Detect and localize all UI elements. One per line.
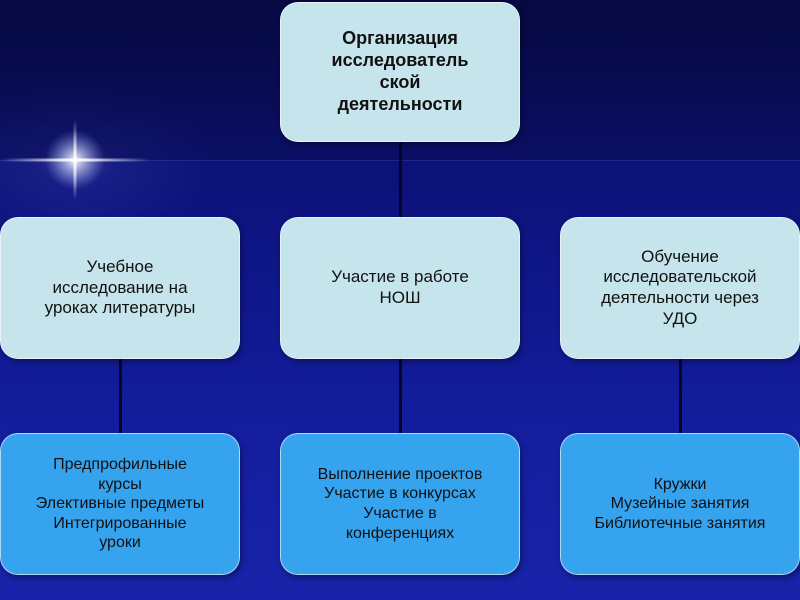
node-clubs-label: Кружки Музейные занятия Библиотечные зан…	[594, 475, 766, 532]
node-nosh-participation-label: Участие в работе НОШ	[331, 267, 469, 307]
node-clubs: Кружки Музейные занятия Библиотечные зан…	[560, 433, 800, 575]
node-udo-training: Обучение исследовательской деятельности …	[560, 217, 800, 359]
node-courses-label: Предпрофильные курсы Элективные предметы…	[35, 456, 205, 552]
node-projects-label: Выполнение проектов Участие в конкурсах …	[317, 465, 483, 542]
connector-right-column	[679, 357, 682, 437]
node-nosh-participation: Участие в работе НОШ	[280, 217, 520, 359]
connector-left-column	[119, 357, 122, 437]
connector-middle-column	[399, 357, 402, 437]
node-educational-research-label: Учебное исследование на уроках литератур…	[44, 256, 196, 318]
node-courses: Предпрофильные курсы Элективные предметы…	[0, 433, 240, 575]
node-udo-training-label: Обучение исследовательской деятельности …	[601, 246, 759, 328]
node-educational-research: Учебное исследование на уроках литератур…	[0, 217, 240, 359]
connector-title-to-level2	[399, 140, 402, 220]
root-node: Организация исследователь ской деятельно…	[280, 2, 520, 142]
node-projects: Выполнение проектов Участие в конкурсах …	[280, 433, 520, 575]
root-node-label: Организация исследователь ской деятельно…	[331, 28, 469, 114]
